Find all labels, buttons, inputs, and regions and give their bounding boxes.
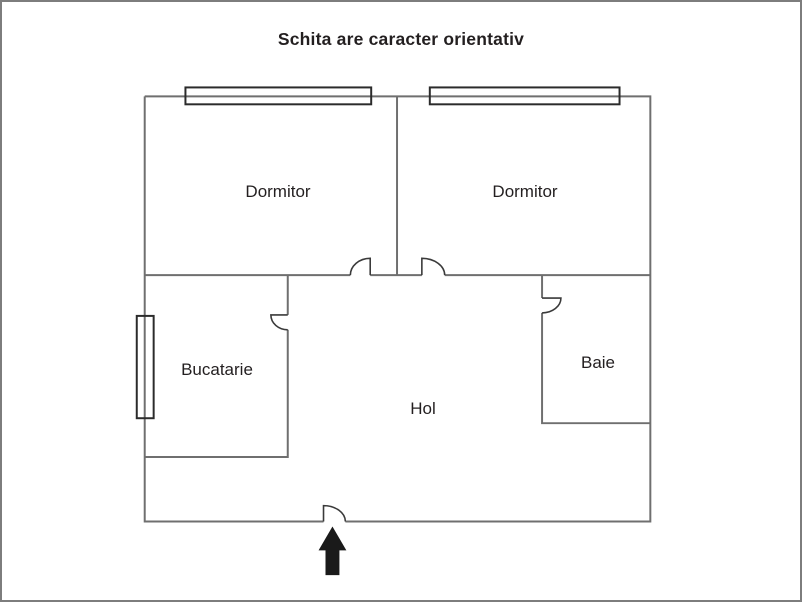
window-top-right [428,86,621,106]
room-label-bucatarie: Bucatarie [181,360,253,379]
page-title: Schita are caracter orientativ [277,29,525,49]
room-label-baie: Baie [580,353,616,372]
door-arc-kitchen [270,314,288,331]
entrance-arrow-icon [318,526,347,576]
room-label-dormitor-left: Dormitor [245,182,311,201]
door-arc-entrance [322,504,347,522]
wall-bathroom [541,275,651,425]
room-label-hol: Hol [410,399,436,418]
wall-kitchen [144,275,289,458]
window-left-kitchen [135,314,155,420]
door-arc-hol-right [421,257,446,276]
window-top-left [184,86,373,106]
door-arc-hol-left [349,257,372,276]
room-label-dormitor-right: Dormitor [492,182,558,201]
door-arc-bathroom [542,297,562,314]
